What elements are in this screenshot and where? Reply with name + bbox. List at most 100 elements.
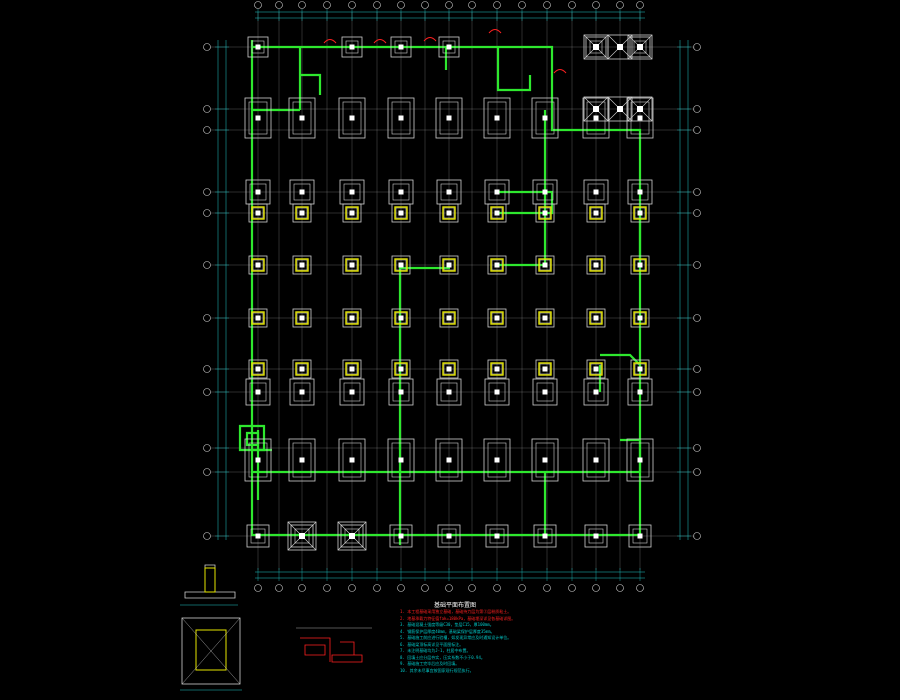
- column-core: [255, 457, 261, 463]
- footing-step: [248, 101, 268, 135]
- footing-step: [392, 382, 410, 402]
- footing-83: [485, 524, 509, 548]
- footing-outline: [391, 359, 411, 379]
- footing-47: [487, 308, 507, 328]
- footing-step: [439, 442, 459, 478]
- column-core: [494, 210, 500, 216]
- footing-outline: [248, 308, 268, 328]
- footing-outline: [483, 97, 511, 139]
- note-line: 1. 本工程基础采用独立基础，基础持力层为第②层粉质粘土。: [400, 609, 512, 614]
- footing-step: [634, 312, 646, 324]
- footing-outline: [628, 524, 652, 548]
- footing-section-profile: [184, 564, 236, 599]
- footing-outline: [289, 378, 315, 406]
- footing-outline: [248, 359, 268, 379]
- axis-bubble-bottom-8: [421, 584, 429, 592]
- footing-step: [296, 207, 308, 219]
- footing-step: [346, 207, 358, 219]
- pile-cap-outline: [287, 521, 317, 551]
- axis-bubble-left-7: [203, 314, 211, 322]
- footing-86: [628, 524, 652, 548]
- footing-48: [535, 308, 555, 328]
- footing-59: [630, 359, 650, 379]
- footing-outline: [290, 524, 314, 548]
- column-core: [255, 389, 261, 395]
- footing-step: [535, 101, 555, 135]
- column-core: [255, 189, 261, 195]
- footing-step: [539, 363, 551, 375]
- footing-67: [583, 378, 609, 406]
- column-core: [398, 189, 404, 195]
- axis-bubble-left-2: [203, 105, 211, 113]
- footing-step: [394, 40, 408, 54]
- column-outline: [251, 258, 265, 272]
- column-core: [255, 366, 261, 372]
- axis-bubble-bottom-13: [543, 584, 551, 592]
- footing-30: [535, 203, 555, 223]
- pile-cap-core: [617, 106, 623, 112]
- notes-title: 基础平面布置图: [434, 602, 477, 609]
- footing-step: [293, 382, 311, 402]
- pile-cap-core: [349, 533, 355, 539]
- footing-61: [289, 378, 315, 406]
- footing-64: [436, 378, 462, 406]
- footing-step: [632, 528, 648, 544]
- footing-outline: [342, 308, 362, 328]
- footing-44: [342, 308, 362, 328]
- footing-outline: [244, 438, 272, 482]
- footing-outline: [436, 378, 462, 406]
- column-core: [542, 457, 548, 463]
- column-core: [593, 457, 599, 463]
- footing-0: [247, 36, 269, 58]
- column-outline: [490, 311, 504, 325]
- footing-step: [391, 442, 411, 478]
- axis-bubble-bottom-6: [373, 584, 381, 592]
- column-core: [494, 533, 500, 539]
- foundation-beam-18: [238, 424, 266, 452]
- red-detail-right: [331, 641, 363, 663]
- footing-outline: [535, 203, 555, 223]
- footing-step: [344, 528, 360, 544]
- axis-bubble-top-16: [616, 1, 624, 9]
- footing-outline: [586, 308, 606, 328]
- footing-82: [437, 524, 461, 548]
- notes-list: 1. 本工程基础采用独立基础，基础持力层为第②层粉质粘土。2. 地基承载力特征值…: [400, 609, 580, 674]
- footing-outline: [487, 359, 507, 379]
- axis-bubble-left-11: [203, 468, 211, 476]
- column-core: [446, 44, 452, 50]
- column-core: [593, 262, 599, 268]
- footing-step: [395, 363, 407, 375]
- footing-outline: [389, 524, 413, 548]
- axis-bubble-left-6: [203, 261, 211, 269]
- column-core: [542, 315, 548, 321]
- footing-69: [244, 438, 272, 482]
- footing-73: [435, 438, 463, 482]
- footing-step: [535, 442, 555, 478]
- column-outline: [345, 258, 359, 272]
- footing-step: [440, 382, 458, 402]
- column-core: [349, 315, 355, 321]
- axis-grid-lines: [210, 12, 695, 570]
- axis-bubble-left-4: [203, 188, 211, 196]
- foundation-beam-3: [300, 73, 322, 95]
- footing-outline: [582, 97, 610, 139]
- footing-outline: [629, 36, 651, 58]
- footing-outline: [435, 438, 463, 482]
- column-core: [494, 389, 500, 395]
- axis-bubble-left-1: [203, 43, 211, 51]
- column-outline: [394, 362, 408, 376]
- footing-81: [389, 524, 413, 548]
- footing-outline: [292, 203, 312, 223]
- column-core: [398, 262, 404, 268]
- column-footings: [244, 34, 654, 551]
- column-core: [593, 210, 599, 216]
- column-core: [494, 115, 500, 121]
- column-core: [542, 262, 548, 268]
- column-outline: [589, 206, 603, 220]
- footing-step: [252, 363, 264, 375]
- pile-cap-core: [299, 533, 305, 539]
- column-core: [446, 389, 452, 395]
- footing-outline: [533, 524, 557, 548]
- column-core: [593, 189, 599, 195]
- column-core: [349, 115, 355, 121]
